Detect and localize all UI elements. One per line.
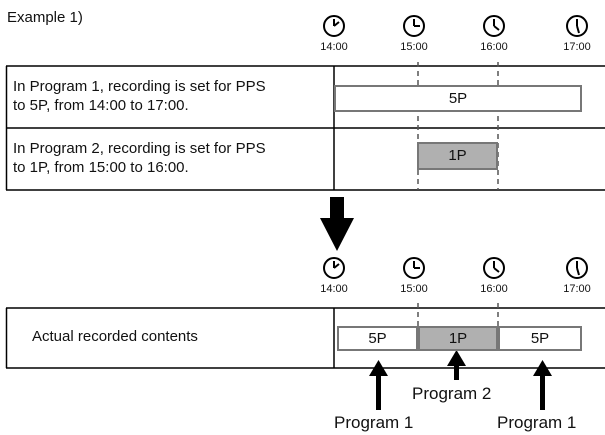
clock-icon [566,257,588,279]
annotation-program-1-left: Program 1 [334,413,414,432]
program-1-bar: 5P [334,85,582,112]
result-segment: 5P [337,326,418,351]
arrow-up-icon [533,360,552,410]
clock-icon [403,257,425,279]
bottom-dashed-gridlines [417,303,499,328]
clock-icon [323,257,345,279]
down-arrow-icon [320,197,354,251]
description-line: In Program 1, recording is set for PPS [13,78,266,95]
time-label: 17:00 [563,41,591,53]
annotation-arrows [369,350,552,410]
clock-icon [483,257,505,279]
time-label: 16:00 [480,283,508,295]
arrow-up-icon [369,360,388,410]
top-dashed-gridlines [417,62,499,190]
clock-icon [403,15,425,37]
time-label: 14:00 [320,283,348,295]
description-line: In Program 2, recording is set for PPS [13,140,266,157]
clock-icon [483,15,505,37]
description-line: to 1P, from 15:00 to 16:00. [13,159,189,176]
result-row-label: Actual recorded contents [32,328,198,345]
annotation-program-2: Program 2 [412,384,492,403]
example-title: Example 1) [7,9,83,26]
time-label: 15:00 [400,41,428,53]
result-segment: 5P [498,326,582,351]
program-2-bar: 1P [417,142,498,170]
time-label: 16:00 [480,41,508,53]
program-1-description: In Program 1, recording is set for PPS t… [13,77,266,115]
result-segment: 1P [418,326,498,351]
description-line: to 5P, from 14:00 to 17:00. [13,97,189,114]
arrow-up-icon [447,350,466,380]
annotation-program-1-right: Program 1 [497,413,577,432]
time-label: 14:00 [320,41,348,53]
time-label: 17:00 [563,283,591,295]
clock-icon [323,15,345,37]
program-2-description: In Program 2, recording is set for PPS t… [13,139,266,177]
time-label: 15:00 [400,283,428,295]
clock-icon [566,15,588,37]
